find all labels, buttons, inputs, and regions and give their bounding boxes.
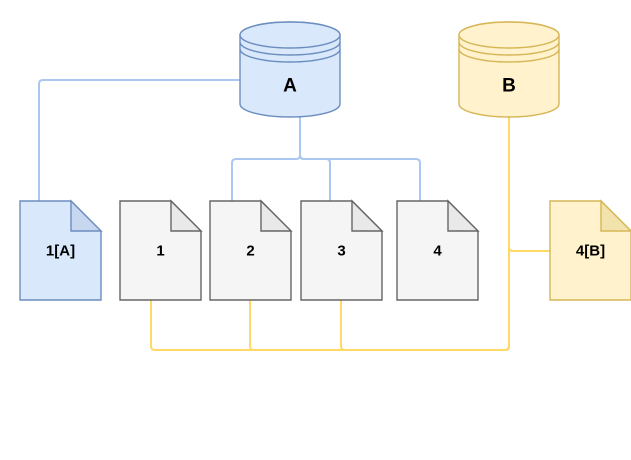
doc-1-label: 1 (156, 243, 164, 260)
bucket-b-top-ellipse (458, 21, 560, 49)
doc-2-label: 2 (246, 243, 254, 260)
node-doc-1a: 1[A] (19, 199, 103, 301)
doc-3-label: 3 (337, 243, 345, 260)
node-doc-4: 4 (396, 199, 480, 301)
node-bucket-a: A (239, 21, 341, 118)
node-doc-3: 3 (300, 199, 384, 301)
doc-1a-fold (70, 199, 103, 232)
bucket-a-disk-rims (239, 41, 341, 63)
node-doc-2: 2 (209, 199, 293, 301)
doc-4b-label: 4[B] (576, 243, 605, 260)
bucket-b-label: B (502, 76, 516, 97)
doc-1a-label: 1[A] (46, 243, 75, 260)
doc-3-fold (351, 199, 384, 232)
node-doc-4b: 4[B] (549, 199, 631, 301)
bucket-b-disk-rims (458, 41, 560, 63)
doc-1-fold (170, 199, 203, 232)
doc-4-fold (447, 199, 480, 232)
bucket-a-top-ellipse (239, 21, 341, 49)
node-bucket-b: B (458, 21, 560, 118)
edge-bucket-b-doc-3 (340, 117, 510, 351)
edge-bucket-a-doc-1a (38, 79, 240, 201)
edge-bucket-b-doc-4b (508, 117, 551, 252)
edge-bucket-a-doc-2 (231, 117, 301, 201)
node-doc-1: 1 (119, 199, 203, 301)
doc-2-fold (260, 199, 293, 232)
doc-4b-fold (600, 199, 631, 232)
edges-layer (38, 79, 551, 351)
doc-4-label: 4 (433, 243, 442, 260)
edge-bucket-a-doc-4 (299, 117, 421, 201)
bucket-a-label: A (283, 76, 297, 97)
